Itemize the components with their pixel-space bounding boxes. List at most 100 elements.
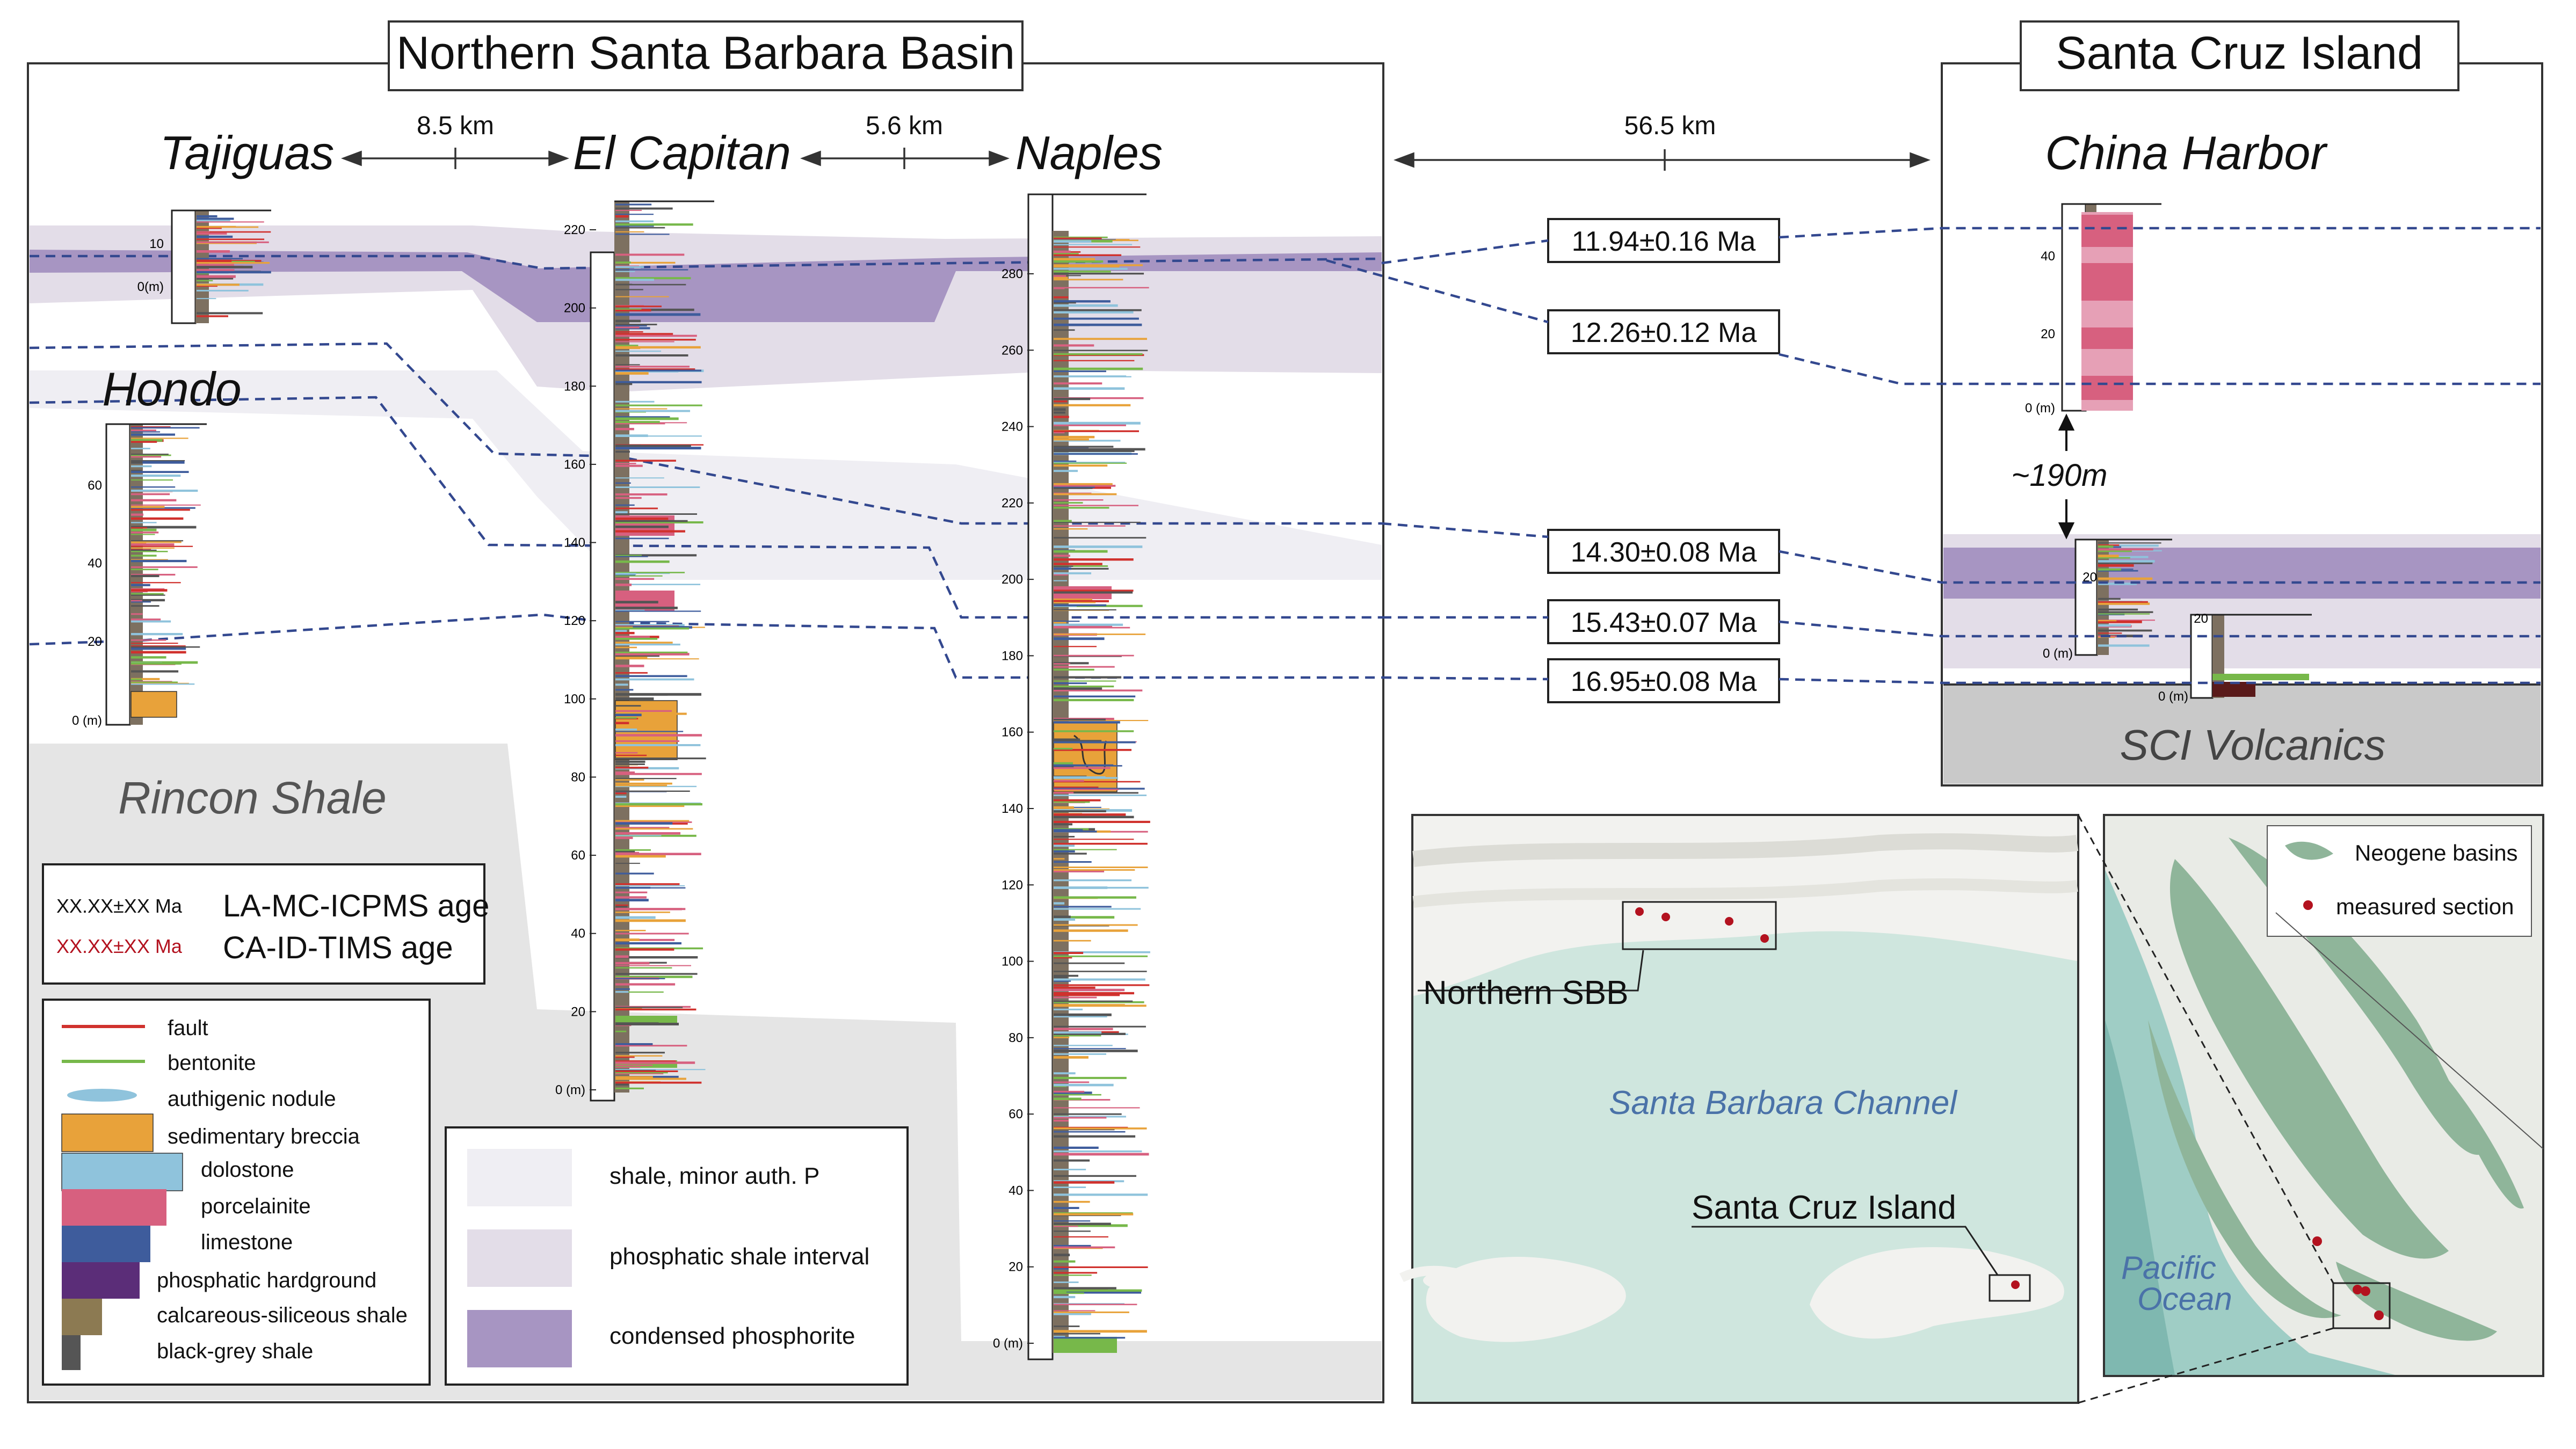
depth-tick-label: 160: [1002, 725, 1023, 740]
depth-tick-label: 220: [564, 223, 585, 237]
context-map: Neogene basins measured section Pacific …: [2103, 814, 2544, 1377]
depth-tick-label: 140: [564, 536, 585, 550]
depth-tick-label: 260: [1002, 343, 1023, 358]
map-ocean-2: Ocean: [2137, 1281, 2232, 1317]
age-legend-black-label: LA-MC-ICPMS age: [223, 889, 489, 923]
interval-legend: shale, minor auth. P phosphatic shale in…: [445, 1126, 909, 1386]
depth-tick-label: 40: [571, 927, 585, 941]
lithology-legend: fault bentonite authigenic nodule sedime…: [42, 999, 431, 1386]
depth-tick-label: 80: [1008, 1031, 1023, 1045]
northern-title: Northern Santa Barbara Basin: [396, 27, 1015, 79]
correlation-lines-cross: [1326, 227, 2541, 685]
tajiguas-tick-10: 10: [149, 237, 164, 251]
china-lower-a-tick-0: 0 (m): [2043, 646, 2073, 661]
island-title-box: [2020, 20, 2459, 91]
map-connector-lines: [2077, 814, 2334, 1404]
china-upper-tick-20: 20: [2041, 327, 2055, 341]
map-ocean-1: Pacific: [2121, 1250, 2216, 1286]
depth-tick-label: 180: [1002, 649, 1023, 663]
legend-dolostone: dolostone: [201, 1158, 294, 1182]
depth-tick-label: 0 (m): [993, 1336, 1023, 1351]
depth-tick-label: 160: [564, 457, 585, 472]
naples-ticks-labels: 280 260 240 220 200 180 160 140 120 100 80 60 40 20 0 …: [993, 267, 1034, 1351]
depth-tick-label: 220: [1002, 496, 1023, 511]
gap-label: ~190m: [2012, 458, 2108, 493]
hondo-tick-20: 20: [88, 635, 102, 649]
depth-tick-label: 200: [564, 301, 585, 316]
column-naples: 280 260 240 220 200 180 160 140 120 100 80 60 40 20 0 …: [993, 193, 1150, 1360]
column-china-harbor-upper: 40 20 0 (m): [2025, 203, 2161, 416]
map-legend-section: measured section: [2336, 894, 2514, 919]
island-title: Santa Cruz Island: [2056, 27, 2423, 79]
taj-stripes-lines: [197, 215, 271, 317]
map-santa-cruz-island: Santa Cruz Island: [1692, 1189, 1956, 1226]
legend-shale-minor: shale, minor auth. P: [609, 1163, 819, 1189]
depth-tick-label: 20: [1008, 1260, 1023, 1275]
column-el-capitan: 220 200 180 160 140 120 100 80 60 40 20 0 (m): [555, 200, 714, 1102]
depth-tick-label: 200: [1002, 572, 1023, 587]
china-lower-b-tick-0: 0 (m): [2158, 689, 2188, 704]
china-upper-tick-0: 0 (m): [2025, 401, 2055, 416]
depth-tick-label: 60: [571, 848, 585, 863]
legend-porcelainite: porcelainite: [201, 1195, 311, 1218]
depth-tick-label: 100: [1002, 955, 1023, 969]
depth-tick-label: 280: [1002, 267, 1023, 281]
hondo-tick-60: 60: [88, 478, 102, 493]
column-hondo: 60 40 20 0 (m): [72, 423, 207, 728]
depth-tick-label: 120: [564, 614, 585, 628]
sci-volcanics-area: [1943, 685, 2541, 784]
distance-naples-china: 56.5 km: [1624, 112, 1716, 140]
legend-phosphatic-shale-interval: phosphatic shale interval: [609, 1243, 869, 1270]
rincon-shale-label: Rincon Shale: [118, 773, 387, 823]
section-naples: Naples: [1015, 126, 1163, 179]
age-legend-black-sample: XX.XX±XX Ma: [56, 895, 183, 917]
depth-tick-label: 0 (m): [555, 1083, 585, 1097]
age-label-2: 12.26±0.12 Ma: [1571, 317, 1757, 348]
distance-arrows: [341, 148, 1931, 171]
tajiguas-tick-0: 0(m): [137, 280, 164, 294]
sci-volcanics-label: SCI Volcanics: [2120, 721, 2386, 769]
depth-tick-label: 80: [571, 770, 585, 784]
age-legend: XX.XX±XX Ma LA-MC-ICPMS age XX.XX±XX Ma …: [42, 863, 489, 985]
legend-limestone: limestone: [201, 1230, 293, 1254]
depth-tick-label: 20: [571, 1004, 585, 1019]
age-label-1: 11.94±0.16 Ma: [1572, 226, 1756, 257]
depth-tick-label: 240: [1002, 420, 1023, 434]
section-china-harbor: China Harbor: [2045, 126, 2328, 179]
depth-tick-label: 100: [564, 692, 585, 707]
distance-elcap-naples: 5.6 km: [866, 112, 943, 140]
age-labels: 11.94±0.16 Ma 12.26±0.12 Ma 14.30±0.08 M…: [1547, 218, 1780, 703]
hondo-stripes-lines: [131, 426, 201, 685]
legend-sedimentary-breccia: sedimentary breccia: [168, 1125, 360, 1148]
age-legend-red-sample: XX.XX±XX Ma: [56, 935, 183, 957]
section-hondo: Hondo: [102, 362, 241, 416]
china-lower-b-tick-20: 20: [2194, 611, 2208, 626]
gap-arrow: [2058, 413, 2075, 540]
age-label-5: 16.95±0.08 Ma: [1571, 666, 1757, 697]
age-label-4: 15.43±0.07 Ma: [1571, 607, 1757, 638]
naples-stripes-lines: [1054, 236, 1150, 1339]
depth-tick-label: 140: [1002, 802, 1023, 816]
age-legend-red-label: CA-ID-TIMS age: [223, 930, 453, 965]
depth-tick-label: 60: [1008, 1107, 1023, 1122]
elcap-stripes-lines: [615, 203, 706, 1089]
depth-tick-label: 180: [564, 379, 585, 394]
legend-bentonite: bentonite: [168, 1051, 256, 1075]
island-condensed-band: [1943, 548, 2541, 599]
regional-map: Northern SBB Santa Barbara Channel Santa…: [1399, 814, 2079, 1404]
age-label-3: 14.30±0.08 Ma: [1571, 537, 1757, 568]
china-stripes-lines: [2098, 542, 2162, 647]
depth-tick-label: 40: [1008, 1183, 1023, 1198]
legend-phosphatic-hardground: phosphatic hardground: [157, 1269, 376, 1292]
hondo-tick-40: 40: [88, 556, 102, 571]
legend-condensed-phosphorite: condensed phosphorite: [609, 1323, 855, 1349]
china-upper-tick-40: 40: [2041, 249, 2055, 264]
distance-taj-elcap: 8.5 km: [417, 112, 494, 140]
northern-title-box: [388, 20, 1024, 91]
section-tajiguas: Tajiguas: [160, 126, 335, 179]
legend-black-grey-shale: black-grey shale: [157, 1339, 313, 1363]
depth-tick-label: 120: [1002, 878, 1023, 892]
map-northern-sbb: Northern SBB: [1423, 974, 1629, 1011]
section-el-capitan: El Capitan: [573, 126, 791, 179]
